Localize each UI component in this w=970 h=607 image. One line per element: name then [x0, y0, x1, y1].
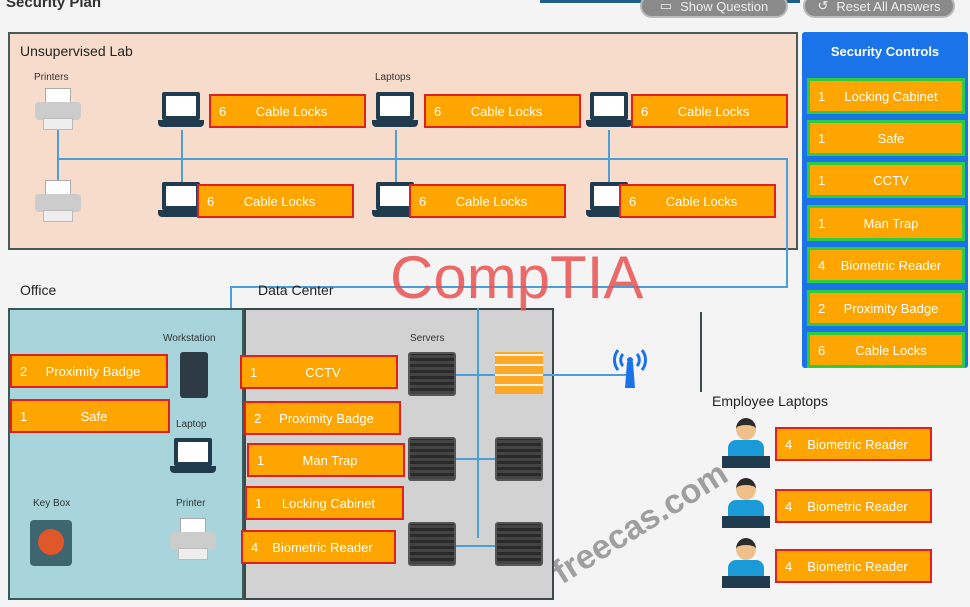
key-box-icon [30, 520, 72, 566]
printer-icon [35, 88, 81, 132]
workstation-icon [180, 352, 208, 398]
laptop-icon [158, 182, 204, 222]
employee-laptops-label: Employee Laptops [712, 393, 828, 409]
reset-all-answers-button[interactable]: ↺Reset All Answers [803, 0, 955, 18]
laptops-label: Laptops [375, 72, 411, 83]
printer-icon [170, 518, 216, 562]
security-controls-title: Security Controls [830, 44, 940, 59]
server-icon [408, 437, 456, 481]
server-icon [495, 522, 543, 566]
laptop-icon [586, 92, 632, 132]
data-center-label: Data Center [258, 282, 334, 298]
employee-laptop-icon [722, 418, 770, 470]
office-label: Office [20, 282, 57, 298]
server-icon [408, 352, 456, 396]
document-icon: ▭ [659, 0, 673, 13]
comptia-watermark: CompTIA [390, 244, 644, 311]
laptop-icon [372, 92, 418, 132]
key-box-label: Key Box [33, 498, 71, 509]
workstation-label: Workstation [163, 333, 216, 344]
reset-icon: ↺ [817, 0, 829, 13]
laptop-icon [170, 438, 216, 478]
servers-label: Servers [410, 333, 445, 344]
printer-icon [35, 180, 81, 224]
employee-laptop-icon [722, 538, 770, 590]
server-icon [408, 522, 456, 566]
employee-laptop-icon [722, 478, 770, 530]
show-question-button[interactable]: ▭Show Question [640, 0, 788, 18]
laptop-label: Laptop [176, 419, 207, 430]
printer-label: Printer [176, 498, 206, 509]
site-watermark: freecas.com [545, 454, 735, 592]
page-title: Security Plan [6, 0, 102, 11]
printers-label: Printers [34, 72, 69, 83]
server-icon [495, 437, 543, 481]
divider [700, 312, 702, 392]
firewall-icon [495, 352, 543, 394]
unsupervised-lab-label: Unsupervised Lab [20, 43, 133, 59]
laptop-icon [158, 92, 204, 132]
wireless-access-point-icon [604, 342, 656, 390]
